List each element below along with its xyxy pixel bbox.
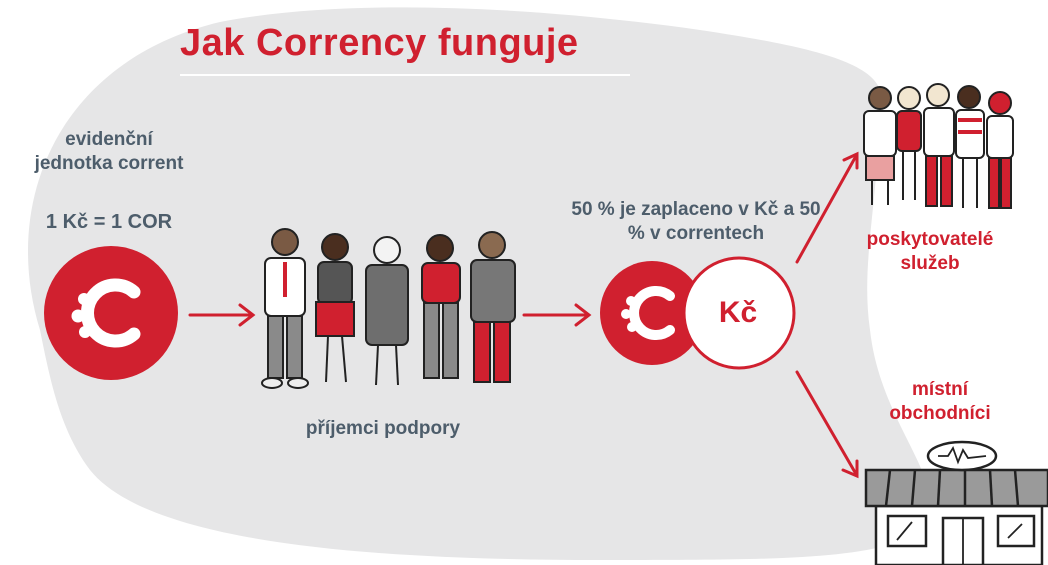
corrency-logo-icon — [600, 261, 704, 365]
payment-split-label: 50 % je zaplaceno v Kč a 50 % v corrente… — [571, 199, 821, 244]
diagram-title: Jak Corrency funguje — [180, 22, 579, 64]
providers-people-icon — [863, 83, 1014, 209]
corrency-logo-icon — [44, 246, 178, 380]
exchange-rate: 1 Kč = 1 COR — [45, 211, 173, 233]
shop-icon — [864, 440, 1048, 565]
currency-label: Kč — [718, 296, 758, 329]
recipients-people-icon — [261, 228, 516, 389]
recipients-label: příjemci podpory — [305, 418, 461, 439]
merchants-label: místní obchodníci — [889, 379, 991, 424]
arrow-icon — [188, 303, 256, 327]
title-divider — [180, 74, 630, 76]
arrow-icon — [795, 151, 859, 264]
koruna-circle — [682, 256, 796, 370]
arrow-icon — [522, 303, 592, 327]
arrow-icon — [795, 370, 859, 479]
unit-description: evidenční jednotka corrent — [34, 129, 184, 174]
providers-label: poskytovatelé služeb — [866, 229, 994, 274]
